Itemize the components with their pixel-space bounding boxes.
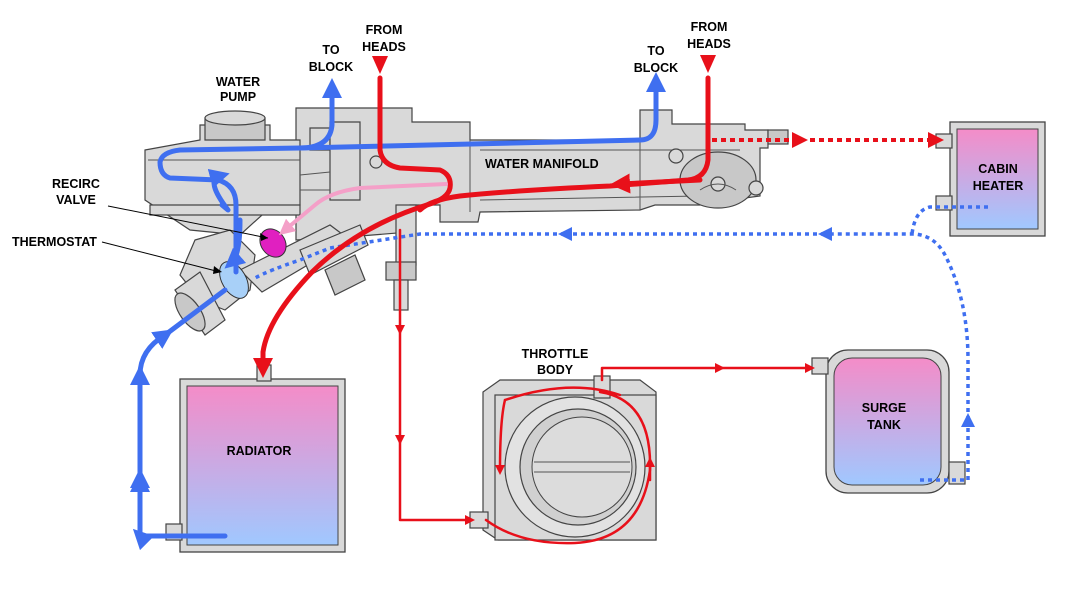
label-cabin-heater-line1: CABIN (978, 162, 1018, 176)
label-to-block-right-line1: TO (647, 44, 664, 58)
label-recirc-valve-line2: VALVE (56, 193, 96, 207)
radiator (165, 364, 346, 553)
cold-coolant-flow (129, 72, 666, 551)
label-water-pump: WATER PUMP (216, 75, 260, 104)
label-throttle-body-line1: THROTTLE (522, 347, 589, 361)
label-throttle-body-line2: BODY (537, 363, 574, 377)
label-to-block-left-line2: BLOCK (309, 60, 353, 74)
label-from-heads-left-line1: FROM (366, 23, 403, 37)
label-to-block-left: TO BLOCK (309, 43, 353, 74)
hot-coolant-flow (253, 75, 711, 378)
label-from-heads-right: FROM HEADS (687, 20, 731, 51)
label-recirc-valve: RECIRC VALVE (52, 177, 100, 207)
label-from-heads-left: FROM HEADS (362, 23, 406, 54)
cold-return-dashed (254, 205, 988, 482)
label-to-block-right: TO BLOCK (634, 44, 678, 75)
label-from-heads-right-line1: FROM (691, 20, 728, 34)
label-surge-tank-line1: SURGE (862, 401, 906, 415)
label-from-heads-left-line2: HEADS (362, 40, 406, 54)
label-water-pump-line2: PUMP (220, 90, 256, 104)
label-throttle-body: THROTTLE BODY (522, 347, 589, 377)
throttle-body (469, 375, 657, 541)
label-cabin-heater-line2: HEATER (973, 179, 1023, 193)
label-water-manifold: WATER MANIFOLD (485, 157, 599, 171)
surge-tank (811, 349, 966, 494)
label-surge-tank-line2: TANK (867, 418, 901, 432)
label-radiator: RADIATOR (227, 444, 292, 458)
label-thermostat: THERMOSTAT (12, 235, 97, 249)
label-from-heads-right-line2: HEADS (687, 37, 731, 51)
recirc-valve (259, 228, 287, 258)
label-cabin-heater: CABIN HEATER (973, 162, 1023, 193)
label-water-pump-line1: WATER (216, 75, 260, 89)
recirc-flow (278, 182, 448, 236)
callout-lines (101, 205, 269, 274)
label-surge-tank: SURGE TANK (862, 401, 906, 432)
from-heads-arrows (372, 55, 716, 74)
throttle-body-loop (395, 228, 815, 545)
label-to-block-right-line2: BLOCK (634, 61, 678, 75)
label-recirc-valve-line1: RECIRC (52, 177, 100, 191)
label-to-block-left-line1: TO (322, 43, 339, 57)
